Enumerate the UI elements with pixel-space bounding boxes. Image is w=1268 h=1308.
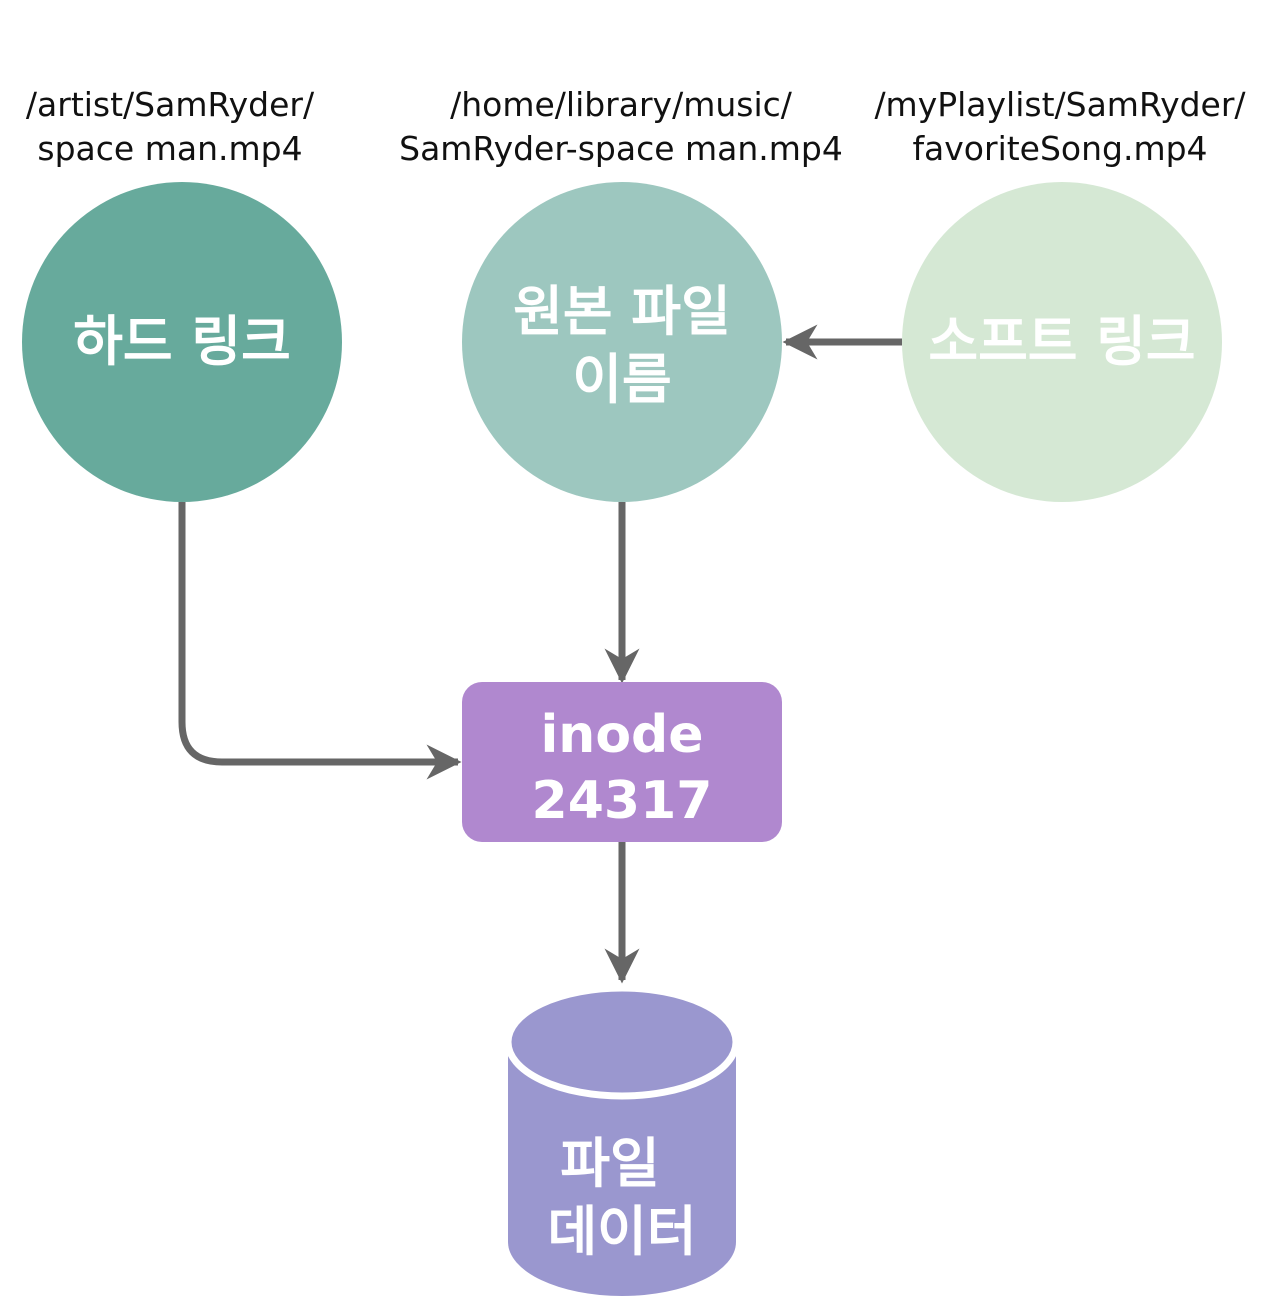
hard-link-to-inode-arrow [178, 502, 462, 780]
file-data-line2: 데이터 [547, 1200, 696, 1263]
hard-link-path-line2: space man.mp4 [37, 129, 302, 168]
original-path-line1: /home/library/music/ [450, 85, 793, 124]
soft-link-label: 소프트 링크 [928, 310, 1195, 373]
original-path-label: /home/library/music/ SamRyder-space man.… [399, 85, 843, 168]
soft-link-node: 소프트 링크 [902, 182, 1222, 502]
inode-box [462, 682, 782, 842]
original-file-name-node: 원본 파일 이름 [462, 182, 782, 502]
soft-link-path-label: /myPlaylist/SamRyder/ favoriteSong.mp4 [874, 85, 1246, 168]
original-file-name-line2: 이름 [572, 348, 671, 411]
original-file-name-circle [462, 182, 782, 502]
file-data-node: 파일 데이터 [504, 984, 740, 1296]
inode-node: inode 24317 [462, 682, 782, 842]
hard-link-node: 하드 링크 [22, 182, 342, 502]
original-file-name-line1: 원본 파일 [513, 280, 731, 343]
soft-link-circle [902, 182, 1222, 502]
original-path-line2: SamRyder-space man.mp4 [399, 129, 843, 168]
hard-link-label: 하드 링크 [73, 310, 291, 373]
hard-link-path-line1: /artist/SamRyder/ [26, 85, 315, 124]
file-data-cylinder-body [508, 1042, 736, 1296]
hard-link-path-label: /artist/SamRyder/ space man.mp4 [26, 85, 315, 168]
inode-label: inode [540, 705, 703, 765]
inode-number: 24317 [532, 771, 713, 831]
hard-link-circle [22, 182, 342, 502]
file-data-line1: 파일 [560, 1132, 659, 1195]
file-data-cylinder-top [504, 984, 740, 1100]
soft-link-path-line1: /myPlaylist/SamRyder/ [874, 85, 1246, 124]
soft-link-path-line2: favoriteSong.mp4 [912, 129, 1207, 168]
